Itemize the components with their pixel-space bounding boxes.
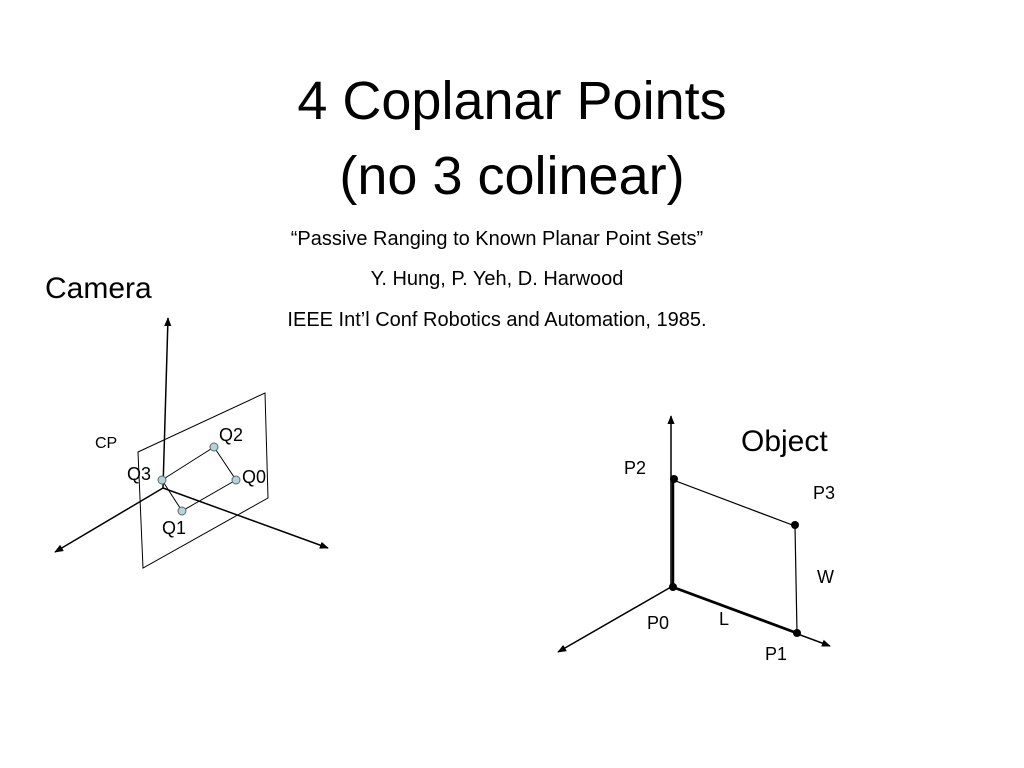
reference-paper: “Passive Ranging to Known Planar Point S… [290, 228, 704, 250]
point-p1-label: P1 [765, 644, 788, 664]
camera-diagram [54, 317, 329, 569]
point-p2-label: P2 [624, 458, 647, 478]
point-q0-marker [231, 475, 241, 485]
camera-axis-right [162, 487, 329, 549]
cp-label: CP [95, 435, 118, 452]
object-diagram [557, 415, 831, 653]
point-q0-label: Q0 [242, 467, 267, 487]
width-label: W [817, 567, 834, 587]
point-p1-marker [793, 629, 801, 637]
point-q3-marker [157, 475, 167, 485]
image-plane [137, 392, 269, 569]
point-q2-marker [209, 442, 219, 452]
point-q2-label: Q2 [219, 425, 244, 445]
camera-axis-up [162, 317, 172, 489]
length-label: L [719, 609, 730, 629]
camera-axis-left [54, 487, 164, 553]
object-axis-left [557, 586, 672, 653]
point-q1-marker [177, 506, 187, 516]
point-q3-label: Q3 [127, 464, 152, 484]
reference-authors: Y. Hung, P. Yeh, D. Harwood [370, 268, 624, 290]
title-line-2: (no 3 colinear) [339, 146, 685, 206]
object-heading: Object [741, 425, 828, 458]
edge-l [672, 585, 798, 635]
point-p3-marker [791, 521, 799, 529]
point-p2-marker [670, 475, 678, 483]
image-quad [161, 446, 237, 512]
title-line-1: 4 Coplanar Points [297, 71, 727, 131]
point-p3-label: P3 [813, 483, 836, 503]
camera-heading: Camera [45, 272, 152, 305]
point-p0-marker [669, 583, 677, 591]
point-q1-label: Q1 [162, 518, 187, 538]
point-p0-label: P0 [647, 613, 670, 633]
reference-venue: IEEE Int’l Conf Robotics and Automation,… [287, 309, 707, 331]
slide-title: 4 Coplanar Points (no 3 colinear) [0, 64, 1024, 214]
